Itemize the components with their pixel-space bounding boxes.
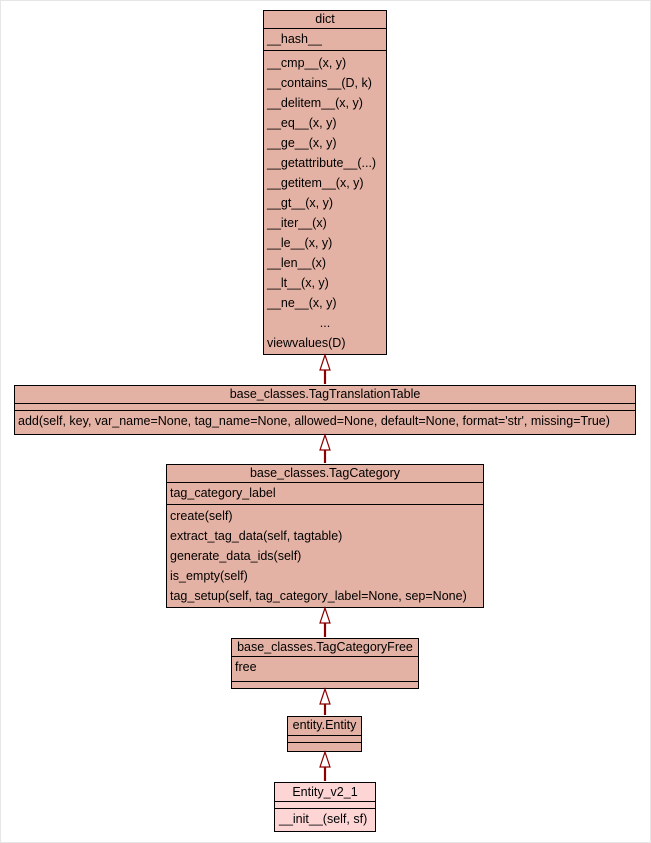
attribute: __hash__ bbox=[267, 32, 322, 46]
inheritance-arrowhead bbox=[319, 433, 331, 451]
method: __ge__(x, y) bbox=[267, 136, 337, 150]
method: add(self, key, var_name=None, tag_name=N… bbox=[18, 414, 610, 428]
inheritance-arrowhead bbox=[319, 353, 331, 371]
attribute: free bbox=[235, 660, 257, 674]
class-name: entity.Entity bbox=[292, 718, 357, 732]
divider bbox=[288, 742, 361, 743]
class-tag-translation-table[interactable]: base_classes.TagTranslationTable add(sel… bbox=[14, 385, 636, 435]
method: __cmp__(x, y) bbox=[267, 56, 347, 70]
method: __getitem__(x, y) bbox=[267, 176, 364, 190]
attribute: tag_category_label bbox=[170, 486, 276, 500]
method: is_empty(self) bbox=[170, 569, 248, 583]
divider bbox=[288, 735, 361, 736]
divider bbox=[264, 28, 386, 29]
class-name: base_classes.TagTranslationTable bbox=[229, 387, 421, 401]
method: viewvalues(D) bbox=[267, 336, 346, 350]
ellipsis: ... bbox=[319, 316, 331, 330]
divider bbox=[232, 681, 418, 682]
class-name: base_classes.TagCategory bbox=[249, 466, 401, 480]
divider bbox=[15, 410, 635, 411]
inheritance-arrowhead bbox=[319, 606, 331, 624]
method: __gt__(x, y) bbox=[267, 196, 334, 210]
method: __iter__(x) bbox=[267, 216, 327, 230]
class-name: base_classes.TagCategoryFree bbox=[237, 640, 413, 654]
method: __ne__(x, y) bbox=[267, 296, 337, 310]
class-name: Entity_v2_1 bbox=[292, 785, 358, 799]
method: __eq__(x, y) bbox=[267, 116, 337, 130]
method: create(self) bbox=[170, 509, 233, 523]
divider bbox=[15, 403, 635, 404]
method: generate_data_ids(self) bbox=[170, 549, 302, 563]
method: __le__(x, y) bbox=[267, 236, 333, 250]
method: __delitem__(x, y) bbox=[267, 96, 363, 110]
method: tag_setup(self, tag_category_label=None,… bbox=[170, 589, 467, 603]
inheritance-arrowhead bbox=[319, 687, 331, 705]
method: __getattribute__(...) bbox=[267, 156, 377, 170]
divider bbox=[167, 482, 483, 483]
class-tag-category[interactable]: base_classes.TagCategory tag_category_la… bbox=[166, 464, 484, 608]
class-entity[interactable]: entity.Entity bbox=[287, 716, 362, 752]
divider bbox=[275, 808, 375, 809]
inheritance-arrowhead bbox=[319, 750, 331, 768]
divider bbox=[275, 801, 375, 802]
method: __lt__(x, y) bbox=[267, 276, 329, 290]
method: __len__(x) bbox=[267, 256, 327, 270]
method: extract_tag_data(self, tagtable) bbox=[170, 529, 343, 543]
divider bbox=[167, 504, 483, 505]
class-entity-v2-1[interactable]: Entity_v2_1 __init__(self, sf) bbox=[274, 782, 376, 832]
method: __contains__(D, k) bbox=[267, 76, 372, 90]
method: __init__(self, sf) bbox=[279, 812, 368, 826]
class-name: dict bbox=[315, 12, 335, 26]
divider bbox=[232, 656, 418, 657]
class-tag-category-free[interactable]: base_classes.TagCategoryFree free bbox=[231, 638, 419, 689]
divider bbox=[264, 50, 386, 51]
